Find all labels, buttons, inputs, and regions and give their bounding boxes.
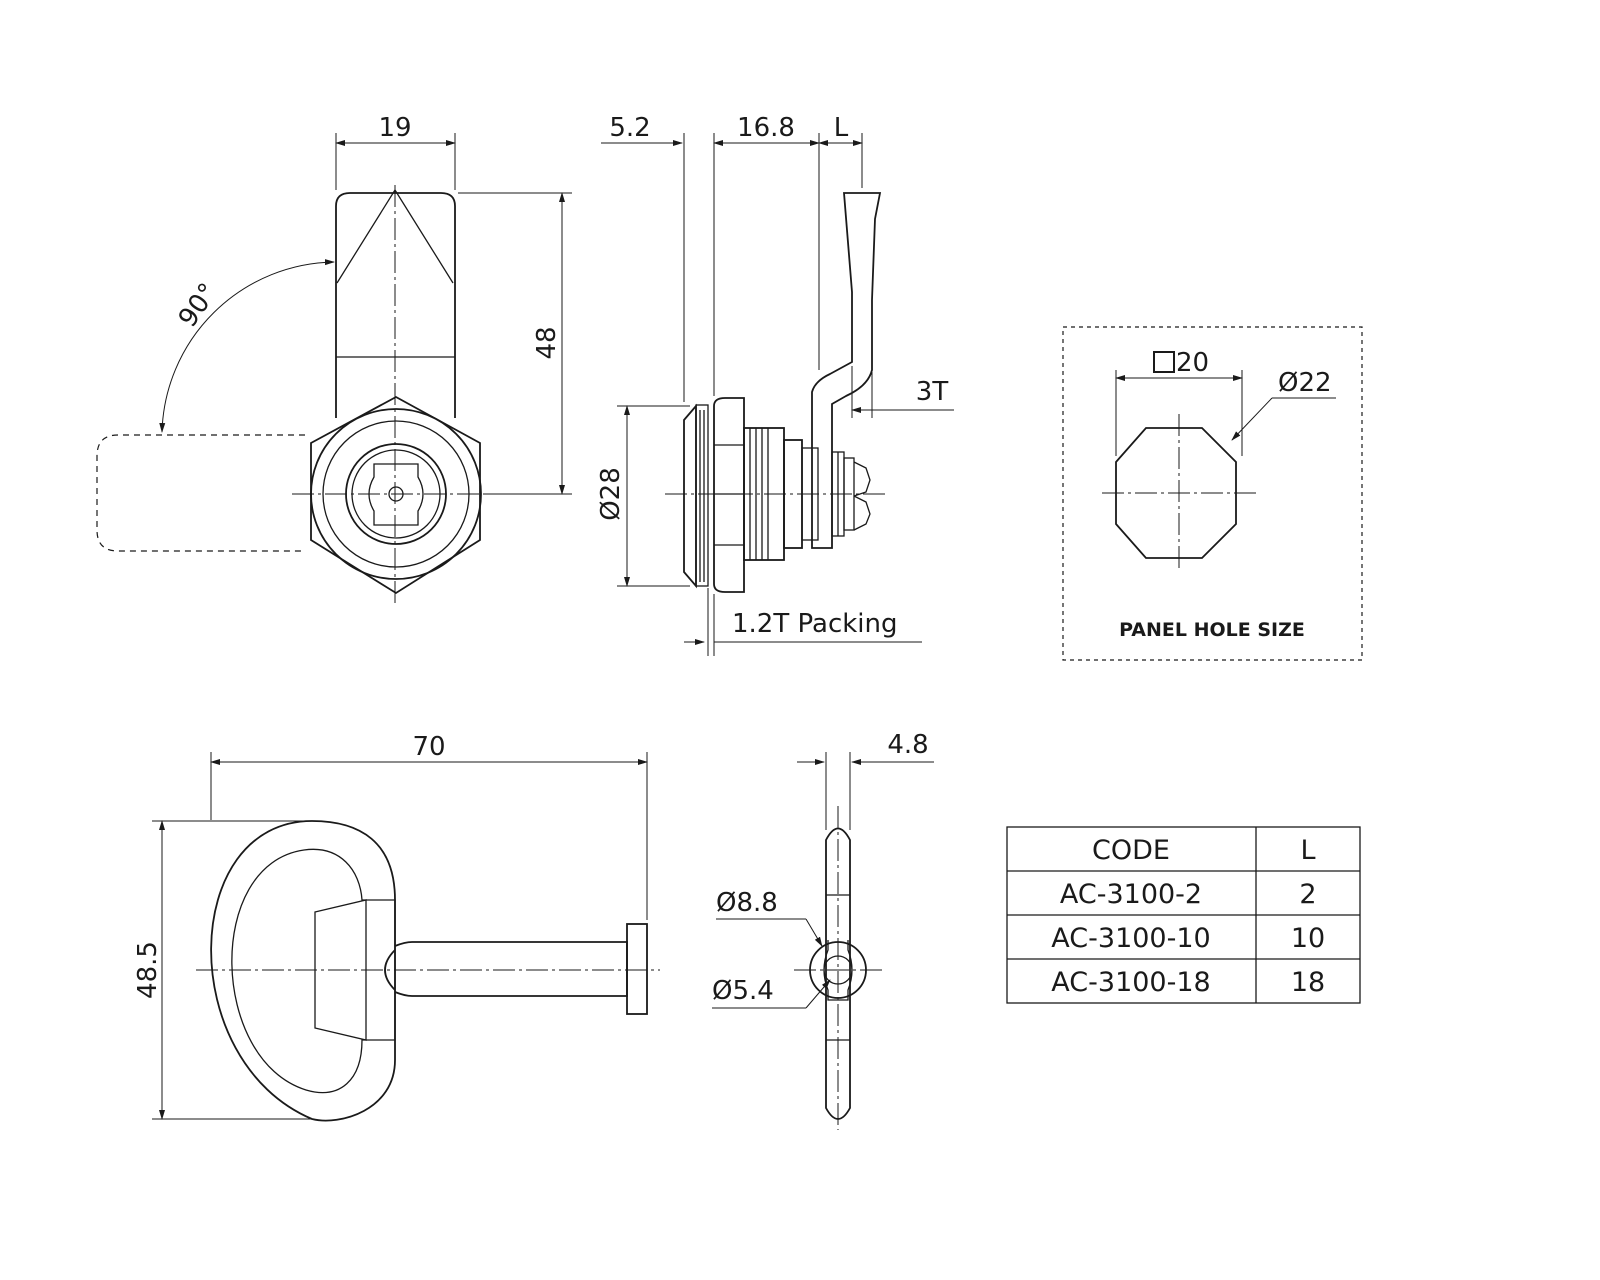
- side-l-dim: L: [834, 113, 849, 143]
- square-symbol-icon: [1153, 351, 1175, 373]
- table-cell-code: AC-3100-2: [1060, 879, 1202, 910]
- side-flange-dim: 5.2: [609, 113, 650, 143]
- key-length-dim: 70: [412, 732, 445, 762]
- side-body-dim: 16.8: [737, 113, 795, 143]
- panel-square-dim: 20: [1176, 348, 1209, 378]
- side-diameter-dim: Ø28: [596, 467, 626, 521]
- panel-hole-title: PANEL HOLE SIZE: [1119, 619, 1305, 641]
- table-header-code: CODE: [1092, 835, 1170, 866]
- side-thickness-dim: 3T: [916, 377, 949, 407]
- side-view: 5.2 16.8 L 3T Ø28 1.2T Packing: [596, 113, 954, 656]
- table-cell-l: 10: [1291, 923, 1325, 954]
- front-view: 90° 19 48: [96, 113, 572, 605]
- table-cell-l: 18: [1291, 967, 1325, 998]
- key-outer-diameter: Ø8.8: [716, 888, 778, 918]
- side-packing-label: 1.2T Packing: [732, 609, 898, 639]
- table-header-l: L: [1300, 835, 1315, 866]
- code-table: CODE L AC-3100-2 2 AC-3100-10 10 AC-3100…: [1006, 826, 1361, 1004]
- table-cell-code: AC-3100-18: [1051, 967, 1210, 998]
- key-inner-diameter: Ø5.4: [712, 976, 774, 1006]
- front-angle-label: 90°: [173, 278, 224, 333]
- key-thickness-dim: 4.8: [887, 730, 928, 760]
- front-width-dim: 19: [378, 113, 411, 143]
- panel-hole-box: 20 Ø22 PANEL HOLE SIZE: [1062, 326, 1363, 661]
- key-height-dim: 48.5: [133, 941, 163, 999]
- panel-diameter-dim: Ø22: [1278, 368, 1332, 398]
- key-view: 70 48.5: [133, 732, 660, 1122]
- table-cell-l: 2: [1299, 879, 1316, 910]
- key-side-view: 4.8 Ø8.8 Ø5.4: [712, 730, 934, 1130]
- table-cell-code: AC-3100-10: [1051, 923, 1210, 954]
- front-height-dim: 48: [532, 326, 562, 359]
